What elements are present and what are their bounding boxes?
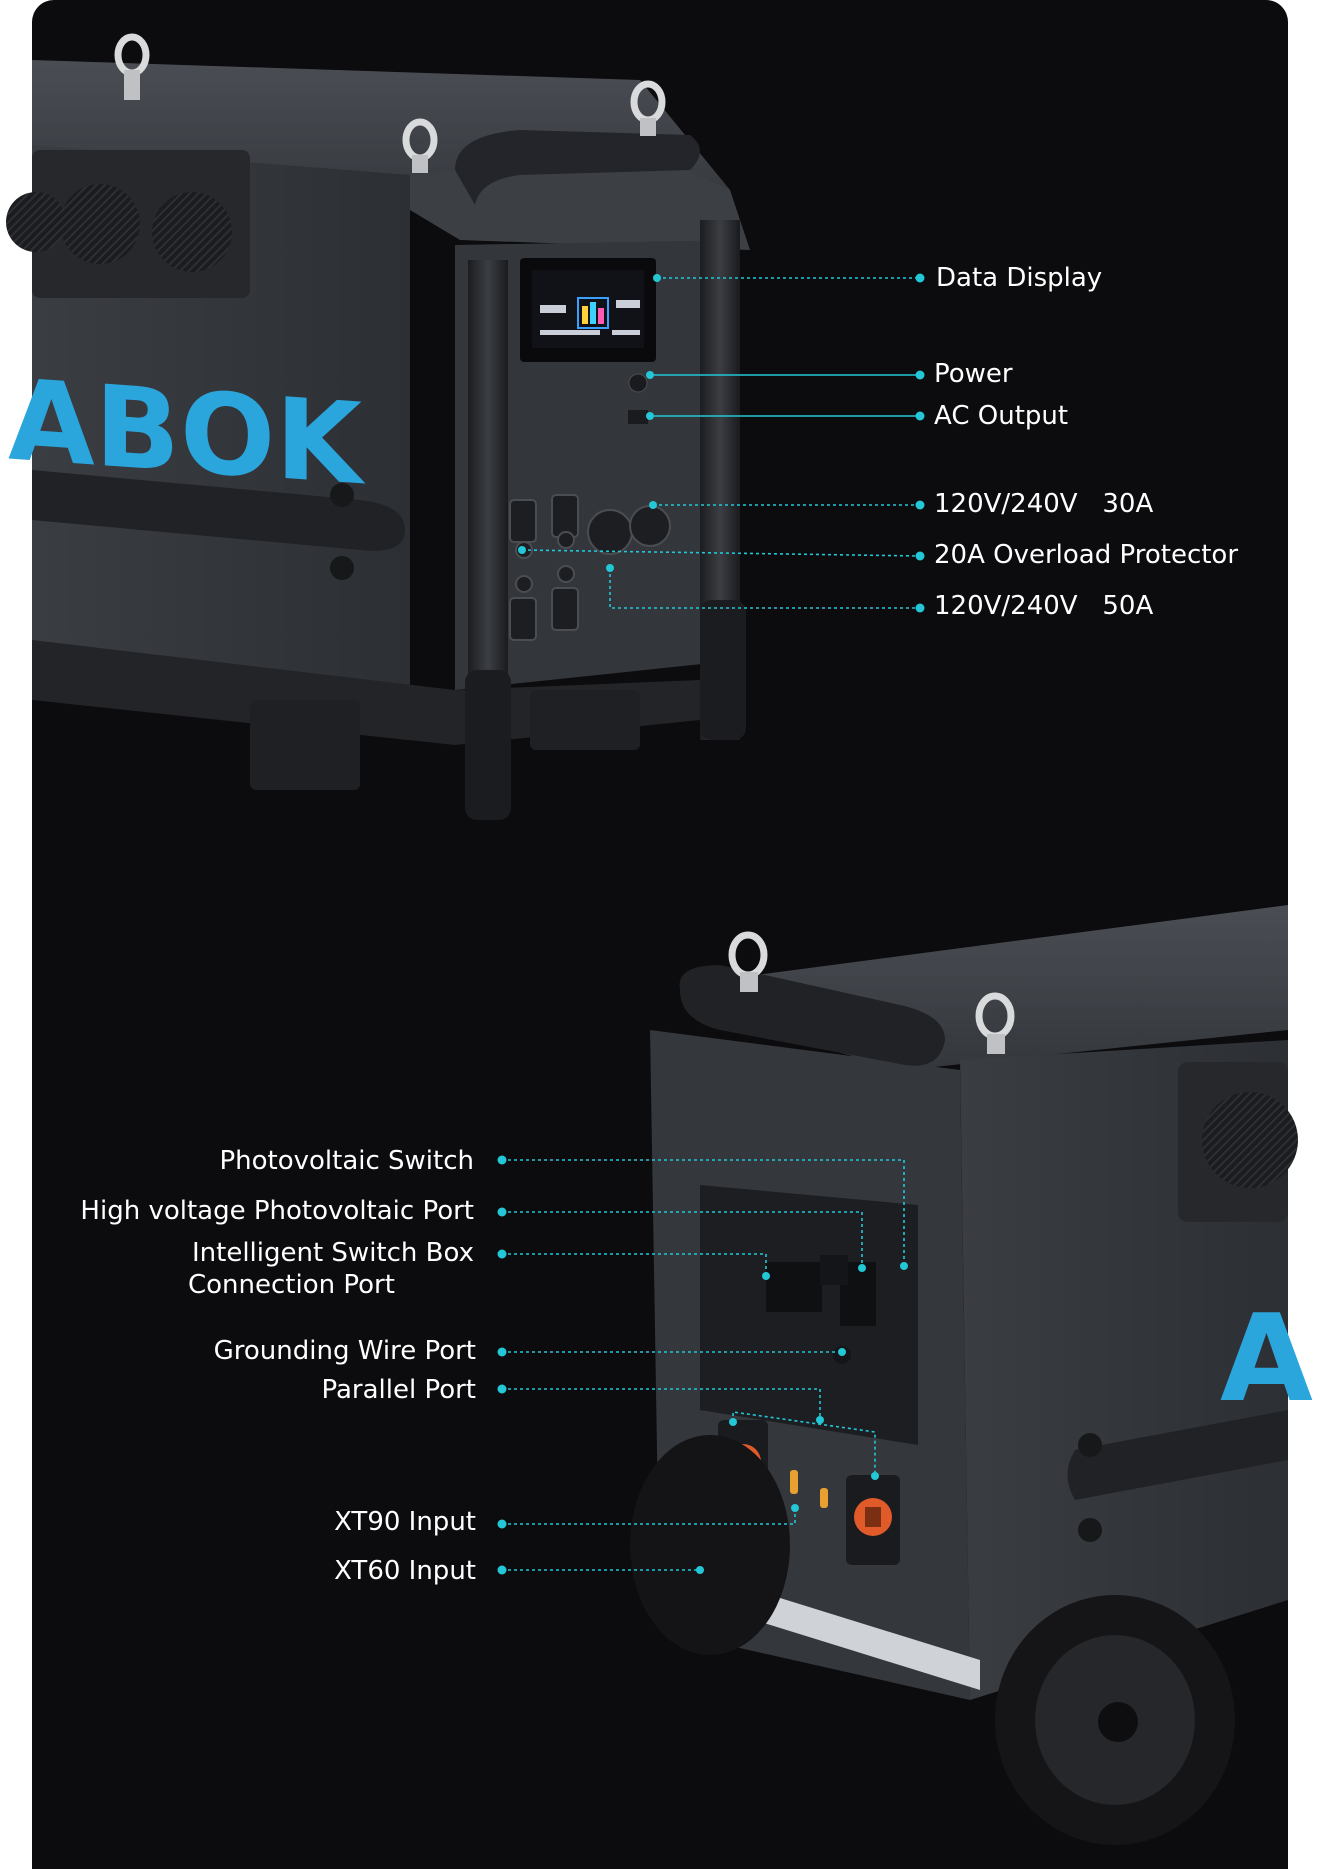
brand-logo-top: ABOK bbox=[8, 356, 366, 511]
line-xt90 bbox=[502, 1508, 796, 1525]
line-switch-box bbox=[502, 1253, 767, 1276]
line-50a bbox=[609, 568, 920, 609]
callout-power: Power bbox=[934, 359, 1013, 389]
callout-data-display: Data Display bbox=[936, 263, 1103, 293]
line-overload-label-dot bbox=[915, 551, 925, 561]
line-xt90-anchor-dot bbox=[791, 1504, 799, 1512]
callout-photovoltaic-switch: Photovoltaic Switch bbox=[219, 1146, 474, 1176]
line-xt60-label-dot bbox=[497, 1565, 507, 1575]
line-overload-anchor-dot bbox=[518, 546, 526, 554]
line-grounding-anchor-dot bbox=[838, 1348, 846, 1356]
line-xt90-label-dot bbox=[497, 1519, 507, 1529]
line-30a-outlet-anchor-dot bbox=[649, 501, 657, 509]
line-parallel bbox=[502, 1388, 821, 1420]
line-overload bbox=[521, 549, 921, 557]
callout-high-voltage-pv-port: High voltage Photovoltaic Port bbox=[80, 1196, 474, 1226]
line-power-label-dot bbox=[915, 370, 925, 380]
line-50a-label-dot bbox=[915, 603, 925, 613]
top-power-station bbox=[6, 33, 750, 820]
line-pv-switch-label-dot bbox=[497, 1155, 507, 1165]
line-switch-box-anchor-dot bbox=[762, 1272, 770, 1280]
line-power-anchor-dot bbox=[646, 371, 654, 379]
line-hv-pv-port-anchor-dot bbox=[858, 1264, 866, 1272]
line-xt-bridge-anchor-dot bbox=[729, 1418, 737, 1426]
callout-grounding-wire-port: Grounding Wire Port bbox=[213, 1336, 476, 1366]
callout-xt60-input: XT60 Input bbox=[334, 1556, 476, 1586]
callout-switch-box-line2: Connection Port bbox=[188, 1270, 395, 1300]
line-parallel-label-dot bbox=[497, 1384, 507, 1394]
line-hv-pv-port-label-dot bbox=[497, 1207, 507, 1217]
callout-xt90-input: XT90 Input bbox=[334, 1507, 476, 1537]
callout-ac-output: AC Output bbox=[934, 401, 1069, 431]
line-grounding-label-dot bbox=[497, 1347, 507, 1357]
line-data-display-label-dot bbox=[915, 273, 925, 283]
line-xt-bridge bbox=[732, 1411, 876, 1476]
callout-parallel-port: Parallel Port bbox=[321, 1375, 476, 1405]
line-ac-output-label-dot bbox=[915, 411, 925, 421]
line-ac-output-anchor-dot bbox=[646, 412, 654, 420]
line-xt-bridge-anchor-dot bbox=[871, 1472, 879, 1480]
callout-50a-outlet: 120V/240V 50A bbox=[934, 591, 1154, 621]
line-xt60-anchor-dot bbox=[696, 1566, 704, 1574]
line-parallel-anchor-dot bbox=[816, 1416, 824, 1424]
callout-overload-protector: 20A Overload Protector bbox=[934, 540, 1239, 570]
callout-switch-box-line1: Intelligent Switch Box bbox=[191, 1238, 474, 1268]
line-switch-box-label-dot bbox=[497, 1249, 507, 1259]
line-hv-pv-port bbox=[502, 1211, 863, 1268]
line-50a-anchor-dot bbox=[606, 564, 614, 572]
line-pv-switch bbox=[502, 1159, 905, 1266]
bottom-power-station bbox=[630, 905, 1298, 1845]
callout-lines bbox=[497, 273, 925, 1575]
line-pv-switch-anchor-dot bbox=[900, 1262, 908, 1270]
brand-logo-bottom: A bbox=[1220, 1290, 1313, 1429]
line-30a-outlet-label-dot bbox=[915, 500, 925, 510]
callout-30a-outlet: 120V/240V 30A bbox=[934, 489, 1154, 519]
line-data-display-anchor-dot bbox=[653, 274, 661, 282]
